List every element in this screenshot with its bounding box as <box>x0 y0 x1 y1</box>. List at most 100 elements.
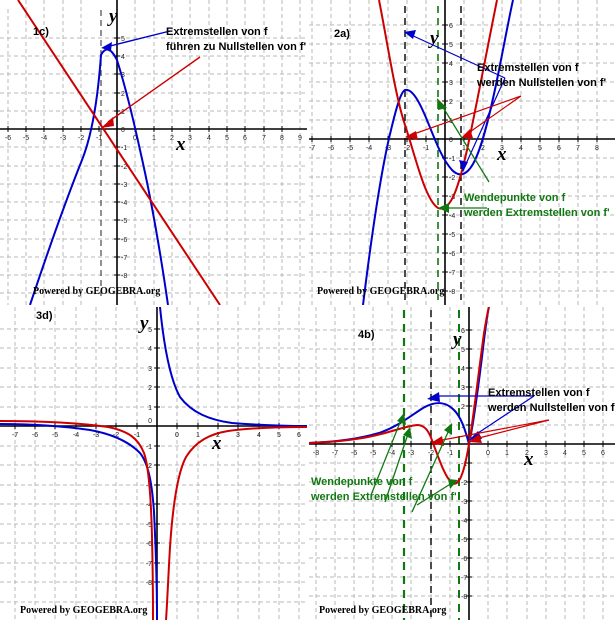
svg-text:-7: -7 <box>461 575 467 582</box>
svg-text:2: 2 <box>481 145 485 152</box>
curve-fprime-left-branch <box>0 420 154 620</box>
svg-text:-3: -3 <box>408 450 414 457</box>
svg-text:-6: -6 <box>5 135 11 142</box>
x-axis-label: x <box>211 433 222 454</box>
svg-text:-7: -7 <box>309 145 315 152</box>
svg-text:5: 5 <box>461 347 465 354</box>
svg-text:-4: -4 <box>449 213 455 220</box>
svg-text:3: 3 <box>544 450 548 457</box>
panel-2a-footer: Powered by GEOGEBRA.org <box>317 286 445 297</box>
svg-text:1: 1 <box>196 432 200 439</box>
panel-4b-annotation-2-line2: werden Extremstellen von f' <box>311 491 457 503</box>
y-axis-label: y <box>428 28 439 49</box>
svg-text:-5: -5 <box>347 145 353 152</box>
svg-text:0: 0 <box>449 137 453 144</box>
svg-text:0: 0 <box>486 450 490 457</box>
svg-text:-2: -2 <box>113 432 119 439</box>
svg-text:-8: -8 <box>449 289 455 296</box>
svg-text:-7: -7 <box>121 255 127 262</box>
curve-fprime <box>17 0 221 305</box>
svg-text:8: 8 <box>280 135 284 142</box>
svg-text:1: 1 <box>121 109 125 116</box>
curve-fprime-right-branch <box>165 426 307 620</box>
svg-text:1: 1 <box>148 405 152 412</box>
svg-text:4: 4 <box>257 432 261 439</box>
svg-text:-6: -6 <box>121 237 127 244</box>
annotation-arrow-red-left <box>405 95 522 140</box>
panel-1c-annotation-1: Extremstellen von f führen zu Nullstelle… <box>166 25 306 55</box>
svg-text:6: 6 <box>243 135 247 142</box>
svg-text:9: 9 <box>298 135 302 142</box>
svg-text:-8: -8 <box>461 594 467 601</box>
curve-f <box>309 307 490 445</box>
panel-1c-annotation-1-line2: führen zu Nullstellen von f' <box>166 41 307 53</box>
svg-text:1: 1 <box>152 135 156 142</box>
panel-2a-annotation-1: Extremstellen von f werden Nullstellen v… <box>477 61 606 91</box>
svg-text:4: 4 <box>207 135 211 142</box>
panel-4b-annotation-2-line1: Wendepunkte von f <box>311 476 413 488</box>
panel-4b-title: 4b) <box>358 329 375 341</box>
svg-text:-4: -4 <box>121 200 127 207</box>
svg-text:-5: -5 <box>449 232 455 239</box>
svg-text:3: 3 <box>500 145 504 152</box>
svg-text:-1: -1 <box>121 145 127 152</box>
svg-text:-1: -1 <box>423 145 429 152</box>
axis-ticks <box>315 329 604 597</box>
svg-text:-4: -4 <box>389 450 395 457</box>
svg-text:-3: -3 <box>385 145 391 152</box>
svg-text:4: 4 <box>563 450 567 457</box>
svg-text:2: 2 <box>121 91 125 98</box>
curve-f <box>362 0 514 305</box>
annotation-arrow-red-right <box>461 95 522 138</box>
svg-text:4: 4 <box>519 145 523 152</box>
x-axis-label: x <box>175 134 186 155</box>
svg-text:-6: -6 <box>449 251 455 258</box>
svg-text:-1: -1 <box>134 432 140 439</box>
panel-4b-annotation-1-line1: Extremstellen von f <box>488 387 590 399</box>
panel-4b-annotation-1: Extremstellen von f werden Nullstellen v… <box>488 386 615 416</box>
svg-text:-2: -2 <box>146 463 152 470</box>
panel-1c-annotation-1-line1: Extremstellen von f <box>166 26 268 38</box>
svg-text:5: 5 <box>225 135 229 142</box>
svg-text:-1: -1 <box>447 450 453 457</box>
svg-text:-8: -8 <box>313 450 319 457</box>
svg-text:4: 4 <box>148 346 152 353</box>
y-tick-labels: 543 210 -1-2-3 -4-5-6 -7-8 <box>146 327 152 587</box>
svg-text:-6: -6 <box>351 450 357 457</box>
svg-text:-3: -3 <box>121 182 127 189</box>
svg-text:-5: -5 <box>370 450 376 457</box>
y-axis-label: y <box>138 313 149 334</box>
svg-text:-2: -2 <box>428 450 434 457</box>
svg-text:6: 6 <box>601 450 605 457</box>
svg-text:-4: -4 <box>461 518 467 525</box>
svg-text:4: 4 <box>461 366 465 373</box>
svg-text:5: 5 <box>582 450 586 457</box>
svg-text:-6: -6 <box>461 556 467 563</box>
svg-text:-5: -5 <box>52 432 58 439</box>
svg-text:0: 0 <box>175 432 179 439</box>
panel-4b-annotation-1-line2: werden Nullstellen von f' <box>488 402 615 414</box>
svg-text:-5: -5 <box>121 218 127 225</box>
svg-text:1: 1 <box>462 145 466 152</box>
svg-text:6: 6 <box>557 145 561 152</box>
svg-text:5: 5 <box>449 42 453 49</box>
svg-text:1: 1 <box>505 450 509 457</box>
svg-text:-3: -3 <box>60 135 66 142</box>
svg-text:-4: -4 <box>146 502 152 509</box>
svg-text:-4: -4 <box>73 432 79 439</box>
svg-text:-6: -6 <box>328 145 334 152</box>
svg-text:-4: -4 <box>41 135 47 142</box>
panel-4b-footer: Powered by GEOGEBRA.org <box>319 605 447 616</box>
svg-text:-7: -7 <box>449 270 455 277</box>
panel-1c-title: 1c) <box>33 26 49 38</box>
annotation-arrow-blue <box>101 30 171 51</box>
annotation-arrow-green-extremum <box>438 203 487 213</box>
svg-text:4: 4 <box>121 54 125 61</box>
svg-text:-7: -7 <box>146 561 152 568</box>
svg-text:-5: -5 <box>461 537 467 544</box>
